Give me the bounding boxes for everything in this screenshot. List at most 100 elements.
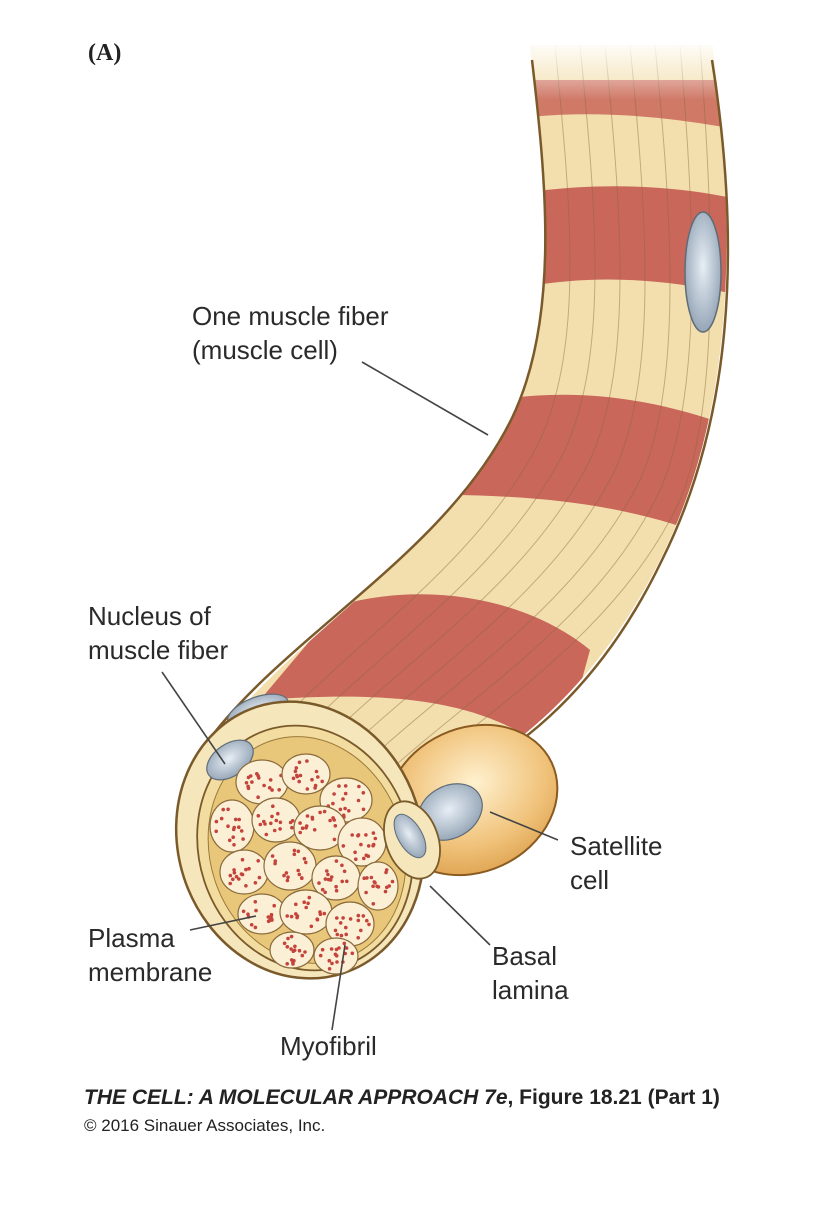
myofibril-dot — [344, 946, 349, 950]
myofibril-dot — [339, 933, 344, 938]
leader-satellite — [489, 811, 559, 841]
myofibril-bundle — [235, 759, 289, 805]
myofibril-dot — [362, 856, 366, 861]
myofibril-dot — [304, 826, 308, 830]
myofibril-dot — [350, 951, 355, 956]
myofibril-dot — [334, 859, 339, 863]
myofibril-dot — [263, 822, 267, 826]
myofibril-dot — [300, 876, 304, 880]
myofibril-dot — [338, 921, 343, 925]
myofibril-dot — [343, 791, 348, 796]
myofibril-dot — [297, 760, 302, 765]
myofibril-dot — [232, 868, 236, 872]
label-nucleus-line2: muscle fiber — [88, 635, 229, 665]
myofibril-dot — [326, 872, 330, 877]
myofibril-dot — [244, 867, 248, 872]
myofibril-dot — [285, 914, 290, 918]
myofibril-dot — [295, 773, 299, 778]
myofibril-dot — [353, 850, 357, 855]
fiber-left-edge — [203, 59, 547, 746]
myofibril-dot — [298, 773, 303, 778]
myofibril-dot — [302, 856, 307, 861]
myofibril-dot — [333, 928, 338, 933]
myofibril-dot — [282, 873, 286, 878]
myofibril-dot — [367, 922, 371, 927]
myofibril-dot — [335, 916, 339, 920]
myofibril-dot — [362, 876, 367, 880]
myofibril-dot — [343, 784, 348, 788]
myofibril-dot — [320, 779, 325, 784]
myofibril-dot — [288, 820, 293, 825]
myofibril-dot — [292, 852, 297, 857]
myofibril-dot — [286, 936, 290, 941]
myofibril-dot — [291, 776, 296, 781]
fibril-lines — [239, 45, 711, 799]
myofibril-dot — [262, 783, 266, 788]
myofibril-dot — [310, 777, 314, 782]
myofibril-dot — [334, 947, 339, 952]
myofibril-dot — [232, 871, 237, 875]
myofibril-dot — [320, 947, 325, 952]
myofibril-dot — [340, 863, 344, 868]
myofibril-bundle — [219, 849, 269, 895]
myofibril-dot — [312, 828, 317, 832]
myofibril-dot — [309, 924, 314, 929]
myofibril-dot — [270, 788, 274, 792]
myofibril-dot — [350, 833, 355, 837]
myofibril-dot — [364, 890, 368, 895]
myofibril-dot — [298, 830, 303, 835]
myofibril-dot — [371, 902, 376, 906]
myofibril-dot — [274, 818, 279, 823]
label-plasma-line1: Plasma — [88, 923, 175, 953]
myofibril-dot — [214, 829, 218, 834]
myofibril-dot — [246, 775, 251, 780]
myofibril-dot — [227, 838, 232, 843]
myofibril-dot — [340, 879, 345, 884]
myofibril-dot — [371, 831, 376, 835]
leader-plasma — [189, 915, 257, 931]
myofibril-dot — [294, 902, 298, 907]
myofibril-dot — [292, 848, 297, 853]
myofibril-dot — [272, 903, 277, 908]
myofibril-dot — [384, 870, 388, 875]
myofibril-dot — [356, 936, 361, 940]
myofibril-dot — [289, 947, 293, 951]
myofibril-dot — [241, 837, 245, 841]
myofibril-dot — [296, 868, 301, 873]
myofibril-dot — [365, 876, 369, 880]
myofibril-dot — [373, 836, 378, 841]
myofibril-dot — [250, 780, 254, 784]
myofibril-dot — [366, 854, 371, 858]
myofibril-dot — [226, 824, 230, 828]
myofibril-dot — [344, 932, 349, 937]
caption-book-title: THE CELL: A MOLECULAR APPROACH 7e — [84, 1086, 508, 1109]
myofibril-dot — [322, 809, 327, 814]
myofibril-dot — [289, 934, 294, 939]
myofibril-dot — [228, 881, 232, 886]
myofibril-dot — [342, 869, 347, 874]
myofibril-dot — [334, 954, 339, 958]
myofibril-dot — [304, 905, 309, 910]
myofibril-dot — [295, 915, 299, 920]
label-myofibril: Myofibril — [280, 1031, 377, 1061]
myofibril-dot — [289, 958, 294, 962]
myofibril-dot — [335, 960, 339, 964]
myofibril-dot — [307, 895, 312, 900]
myofibril-dot — [356, 833, 361, 837]
myofibril-dot — [234, 874, 239, 879]
myofibril-dot — [361, 807, 366, 812]
myofibril-dot — [254, 772, 259, 776]
myofibril-dot — [294, 766, 299, 770]
myofibril-dot — [270, 814, 274, 819]
myofibril-dot — [214, 819, 219, 824]
myofibril-dot — [241, 909, 246, 914]
myofibril-dot — [284, 871, 289, 875]
leader-myofibril — [331, 944, 346, 1031]
myofibril-dot — [390, 879, 395, 884]
leader-lines — [161, 361, 559, 1031]
myofibril-dot — [356, 798, 361, 803]
myofibril-dot — [296, 849, 301, 854]
myofibril-dot — [285, 962, 290, 966]
leader-nucleus — [161, 671, 226, 765]
